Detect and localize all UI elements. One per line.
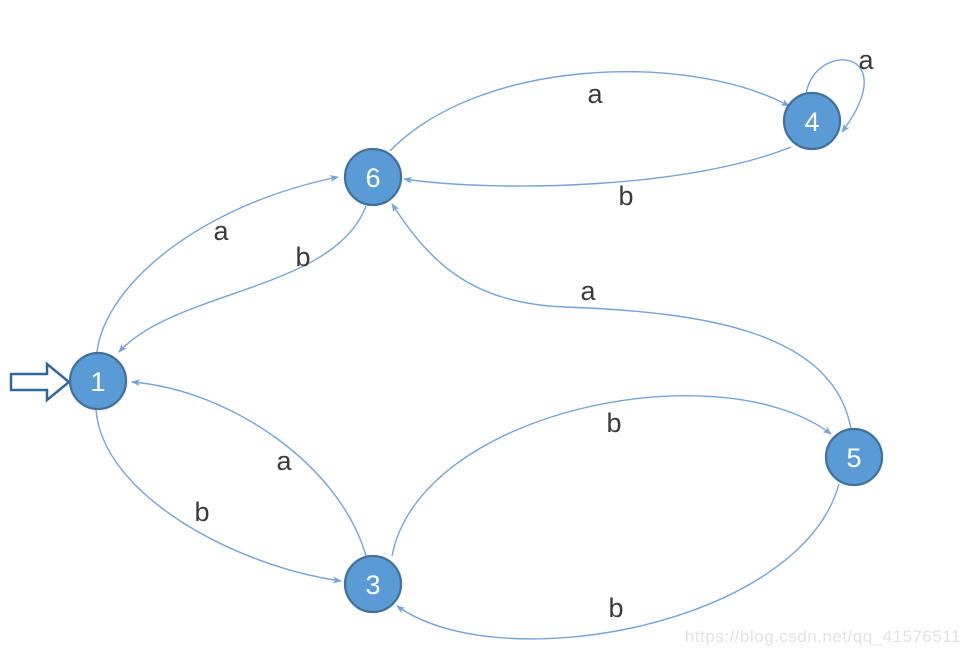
transition-3-1-path <box>131 379 367 557</box>
state-node-3-circle <box>343 554 403 614</box>
state-node-5-label: 5 <box>846 443 861 473</box>
transition-4-4-label: a <box>858 45 874 75</box>
watermark: https://blog.csdn.net/qq_41576511 <box>684 627 961 646</box>
state-node-4: 4 <box>782 91 842 151</box>
state-node-4-label: 4 <box>804 107 819 137</box>
transition-3-5-path <box>391 394 832 557</box>
state-node-1-circle <box>68 351 128 411</box>
state-node-3: 3 <box>343 554 403 614</box>
state-node-1: 1 <box>68 351 128 411</box>
transition-5-3-path <box>396 483 840 640</box>
transition-1-6-path <box>96 175 339 353</box>
transition-1-3-label: b <box>194 497 209 527</box>
transition-3-5-label: b <box>606 408 621 438</box>
transition-6-4-path <box>389 70 790 152</box>
start-arrow <box>9 361 71 403</box>
transition-5-6-label: a <box>580 276 596 306</box>
transition-4-4-path <box>805 59 865 133</box>
transition-1-3-path <box>95 409 342 584</box>
state-node-1-label: 1 <box>90 367 105 397</box>
state-node-5: 5 <box>824 427 884 487</box>
state-node-3-label: 3 <box>365 570 380 600</box>
transition-1-6-label: a <box>213 216 229 246</box>
transition-6-1-path <box>118 205 367 353</box>
transition-6-1-label: b <box>295 242 310 272</box>
state-node-4-circle <box>782 91 842 151</box>
transition-6-4-label: a <box>587 79 603 109</box>
state-node-6: 6 <box>343 147 403 207</box>
transition-5-3-label: b <box>608 593 623 623</box>
state-node-5-circle <box>824 427 884 487</box>
transition-4-6-label: b <box>618 181 633 211</box>
state-node-6-label: 6 <box>365 163 380 193</box>
transition-3-1-label: a <box>276 446 292 476</box>
transition-5-6-path <box>391 203 852 430</box>
transition-4-6-path <box>403 146 792 187</box>
state-node-6-circle <box>343 147 403 207</box>
